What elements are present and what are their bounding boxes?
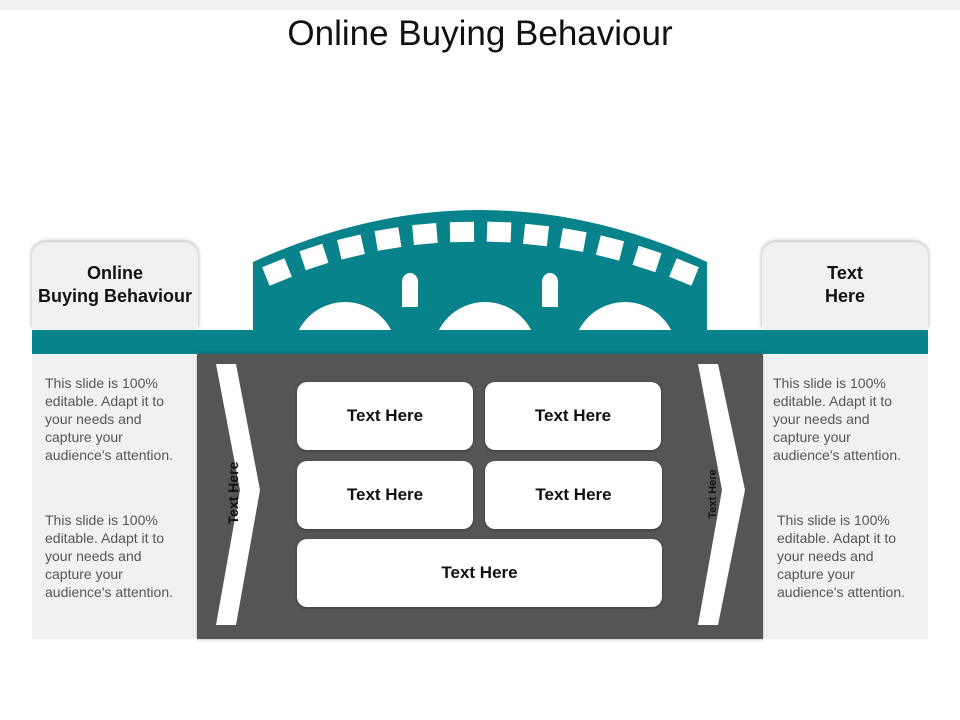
- left-card: Online Buying Behaviour: [32, 242, 198, 328]
- bridge-pillar-window-right: [542, 273, 558, 307]
- bridge-windows: [262, 221, 699, 286]
- slide-title: Online Buying Behaviour: [287, 14, 673, 53]
- bridge-pillar-window-left: [402, 273, 418, 307]
- left-card-label: Online Buying Behaviour: [37, 263, 193, 306]
- text-box-5: Text Here: [297, 539, 662, 607]
- right-text-2: This slide is 100% editable. Adapt it to…: [777, 512, 905, 600]
- right-card-label: Text Here: [824, 263, 866, 306]
- bridge-arch: [253, 210, 707, 354]
- bridge-deck: [32, 330, 928, 354]
- left-panel: [32, 354, 194, 639]
- right-panel: [766, 354, 928, 639]
- right-text-1: This slide is 100% editable. Adapt it to…: [773, 375, 901, 463]
- right-chevron-label: Text Here: [707, 469, 719, 519]
- text-box-1: Text Here: [297, 382, 473, 450]
- left-text-1: This slide is 100% editable. Adapt it to…: [45, 375, 173, 463]
- left-text-2: This slide is 100% editable. Adapt it to…: [45, 512, 173, 600]
- top-strip: [0, 0, 960, 10]
- text-box-4: Text Here: [485, 461, 662, 529]
- right-card: Text Here: [762, 242, 928, 328]
- left-chevron-label: Text Here: [225, 461, 241, 525]
- text-box-3: Text Here: [297, 461, 473, 529]
- text-box-2: Text Here: [485, 382, 661, 450]
